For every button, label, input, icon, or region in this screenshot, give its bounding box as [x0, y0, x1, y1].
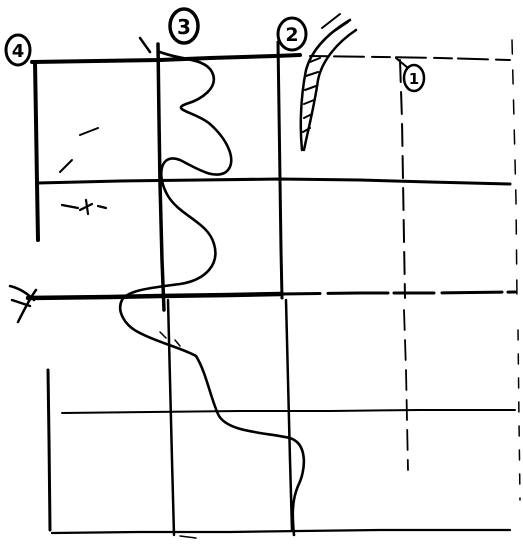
right-edge-line: [512, 40, 517, 300]
top-horizontal-line-faint: [310, 56, 510, 60]
column-1-vertical-line: [400, 60, 405, 298]
label-3-text: 3: [177, 15, 191, 39]
label-3: 3: [170, 9, 198, 43]
label-1-text: 1: [409, 70, 419, 88]
label-1: 1: [404, 65, 424, 91]
middle-horizontal-line: [38, 179, 510, 184]
top-horizontal-line: [32, 55, 300, 62]
left-vertical-line: [35, 62, 38, 240]
lower-left-vertical-line: [48, 370, 50, 530]
label-2: 2: [278, 18, 306, 50]
stray-marks: [60, 14, 408, 538]
lower-column-3-vertical: [168, 300, 174, 535]
label-4-text: 4: [12, 41, 25, 62]
lower-column-2-vertical: [286, 300, 292, 530]
hatched-wedge: [301, 20, 356, 150]
bottom-horizontal-line: [52, 530, 510, 533]
label-2-text: 2: [285, 24, 298, 46]
x-mark: [10, 286, 36, 322]
lower-grid: [48, 300, 520, 535]
label-4: 4: [6, 35, 30, 65]
lower-right-vertical: [518, 330, 520, 500]
lower-horizontal-line: [28, 294, 280, 298]
lower-column-1-vertical: [404, 310, 408, 470]
upper-grid: [28, 40, 517, 310]
lower-horizontal-line-right: [280, 292, 515, 294]
column-2-vertical-line: [278, 42, 282, 298]
